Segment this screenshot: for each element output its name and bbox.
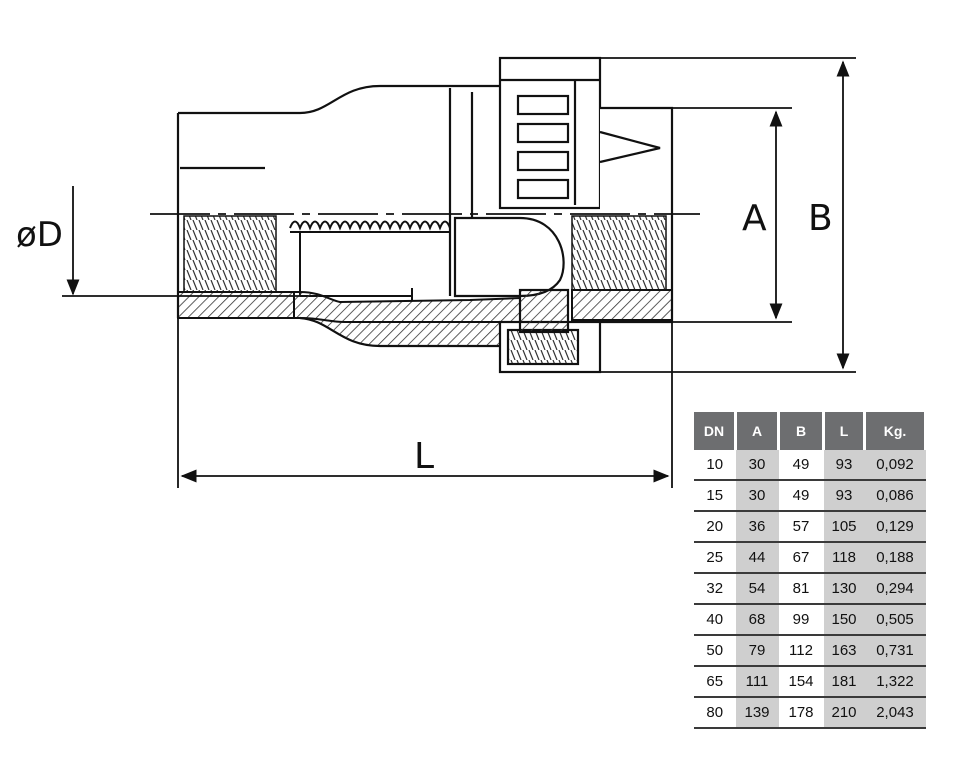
cell-kg: 0,092 <box>864 450 926 481</box>
cell-kg: 2,043 <box>864 697 926 729</box>
dim-b-line <box>600 57 856 373</box>
cell-a: 68 <box>735 604 779 636</box>
header-kg: Kg. <box>864 412 927 450</box>
lower-body-hatch <box>299 317 501 347</box>
diameter-label: øD <box>16 215 63 255</box>
cell-kg: 0,505 <box>864 604 926 636</box>
header-a: A <box>735 412 780 450</box>
cell-l: 150 <box>823 604 865 636</box>
cell-a: 139 <box>735 697 779 729</box>
cell-b: 178 <box>778 697 824 729</box>
cell-kg: 1,322 <box>864 666 926 698</box>
table-row: 25 44 67 118 0,188 <box>694 542 926 574</box>
diameter-dimension <box>62 186 300 297</box>
cell-l: 105 <box>823 511 865 543</box>
cell-kg: 0,129 <box>864 511 926 543</box>
spring <box>289 220 451 300</box>
cell-l: 93 <box>823 480 865 512</box>
cell-l: 210 <box>823 697 865 729</box>
union-nut-lower <box>498 288 602 374</box>
dim-l-label: L <box>414 436 434 477</box>
cell-a: 54 <box>735 573 779 605</box>
cell-a: 79 <box>735 635 779 667</box>
cell-b: 154 <box>778 666 824 698</box>
header-dn: DN <box>694 412 737 450</box>
cell-dn: 10 <box>694 450 736 481</box>
cell-kg: 0,731 <box>864 635 926 667</box>
table-row: 15 30 49 93 0,086 <box>694 480 926 512</box>
dim-l-line <box>177 318 673 488</box>
cell-dn: 40 <box>694 604 736 636</box>
cell-b: 49 <box>778 450 824 481</box>
cell-l: 93 <box>823 450 865 481</box>
outlet-thread <box>571 215 667 291</box>
cell-b: 99 <box>778 604 824 636</box>
cell-dn: 50 <box>694 635 736 667</box>
cell-b: 67 <box>778 542 824 574</box>
cell-b: 112 <box>778 635 824 667</box>
dim-b-label: B <box>808 198 833 239</box>
cell-dn: 20 <box>694 511 736 543</box>
cell-dn: 65 <box>694 666 736 698</box>
cell-kg: 0,086 <box>864 480 926 512</box>
header-b: B <box>778 412 825 450</box>
cell-l: 118 <box>823 542 865 574</box>
cell-b: 57 <box>778 511 824 543</box>
dim-a-label: A <box>742 198 767 239</box>
cell-a: 44 <box>735 542 779 574</box>
cell-a: 111 <box>735 666 779 698</box>
cell-l: 181 <box>823 666 865 698</box>
outlet-wall <box>571 289 673 321</box>
table-row: 32 54 81 130 0,294 <box>694 573 926 605</box>
cell-a: 30 <box>735 480 779 512</box>
poppet-disc <box>453 216 565 298</box>
cell-b: 81 <box>778 573 824 605</box>
cell-dn: 80 <box>694 697 736 729</box>
cell-l: 130 <box>823 573 865 605</box>
valve-body <box>176 84 500 318</box>
table-row: 10 30 49 93 0,092 <box>694 450 926 481</box>
dimension-table: DN A B L Kg. 10 30 49 93 0,092 15 30 49 … <box>694 412 927 729</box>
table-row: 80 139 178 210 2,043 <box>694 697 926 729</box>
table-row: 50 79 112 163 0,731 <box>694 635 926 667</box>
cell-kg: 0,188 <box>864 542 926 574</box>
cell-a: 36 <box>735 511 779 543</box>
table-row: 40 68 99 150 0,505 <box>694 604 926 636</box>
cell-kg: 0,294 <box>864 573 926 605</box>
dim-a-line <box>600 107 792 323</box>
table-row: 20 36 57 105 0,129 <box>694 511 926 543</box>
cell-dn: 25 <box>694 542 736 574</box>
table-row: 65 111 154 181 1,322 <box>694 666 926 698</box>
table-header-row: DN A B L Kg. <box>694 412 927 450</box>
cell-dn: 15 <box>694 480 736 512</box>
cell-l: 163 <box>823 635 865 667</box>
inlet-thread <box>183 215 277 293</box>
cell-a: 30 <box>735 450 779 481</box>
cell-dn: 32 <box>694 573 736 605</box>
header-l: L <box>823 412 866 450</box>
cell-b: 49 <box>778 480 824 512</box>
